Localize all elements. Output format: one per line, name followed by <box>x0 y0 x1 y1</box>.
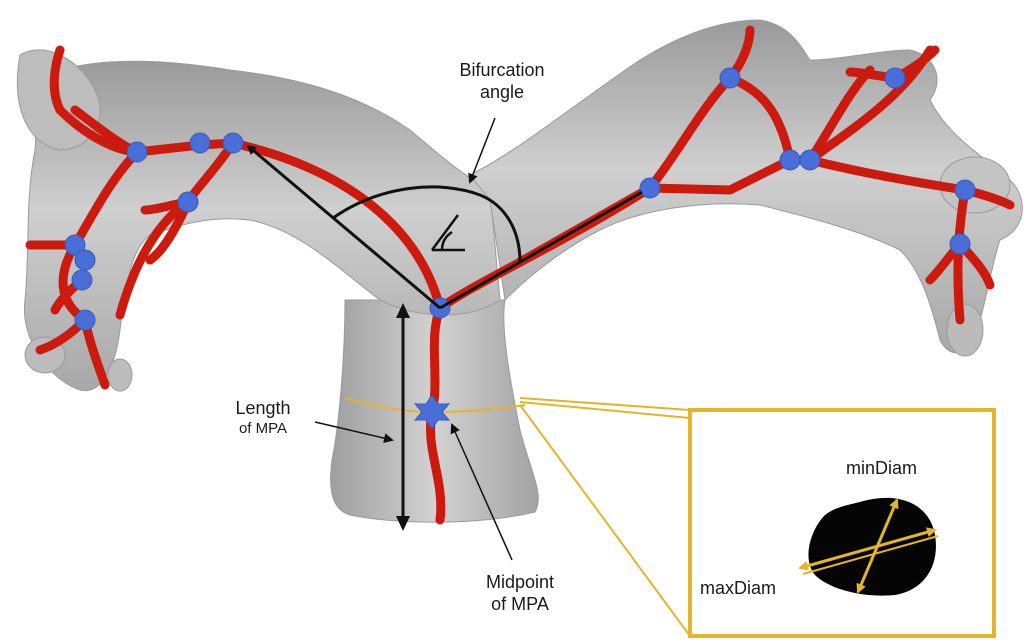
branch-node <box>190 133 210 153</box>
branch-node <box>720 68 740 88</box>
length-label-line2: of MPA <box>218 420 308 438</box>
branch-node <box>127 142 147 162</box>
branch-node <box>885 68 905 88</box>
length-label-line1: Length <box>218 398 308 420</box>
min-diam-label: minDiam <box>846 458 917 479</box>
branch-node <box>955 180 975 200</box>
bifurcation-angle-label: Bifurcation angle <box>442 60 562 103</box>
midpoint-of-mpa-label: Midpoint of MPA <box>470 572 570 615</box>
bifurcation-label-line1: Bifurcation <box>442 60 562 82</box>
branch-node <box>223 133 243 153</box>
branch-node <box>178 192 198 212</box>
midpoint-label-line1: Midpoint <box>470 572 570 594</box>
branch-node <box>75 310 95 330</box>
branch-node <box>800 150 820 170</box>
midpoint-label-line2: of MPA <box>470 594 570 616</box>
branch-node <box>780 150 800 170</box>
length-of-mpa-label: Length of MPA <box>218 398 308 438</box>
max-diam-label: maxDiam <box>700 578 776 599</box>
branch-node <box>72 270 92 290</box>
branch-node <box>950 234 970 254</box>
bifurcation-label-line2: angle <box>442 82 562 104</box>
branch-node <box>75 250 95 270</box>
branch-node <box>640 178 660 198</box>
